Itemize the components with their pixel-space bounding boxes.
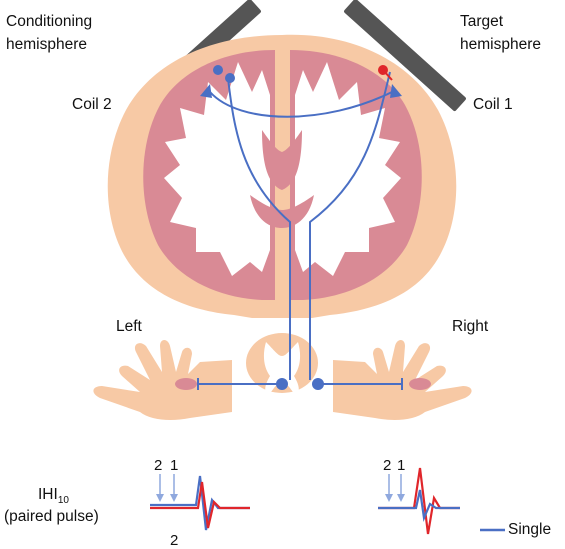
motoneuron-left (276, 378, 288, 390)
trace-right-single (378, 489, 460, 523)
label-ihi-base: IHI (38, 486, 58, 503)
label-conditioning-line2: hemisphere (6, 36, 87, 53)
legend-single-label: Single (508, 521, 552, 538)
label-left: Left (116, 318, 142, 335)
trace-left-single (150, 475, 250, 531)
pulse-right-1: 1 (397, 457, 406, 474)
thalamus (250, 195, 314, 228)
white-matter-right (295, 62, 401, 276)
spinal-cord (246, 333, 318, 396)
white-matter-left (164, 62, 270, 276)
label-ihi-sub: 10 (57, 495, 69, 507)
label-target-line2: hemisphere (460, 36, 541, 53)
left-muscle (175, 378, 197, 390)
bottom-number: 2 (170, 532, 179, 549)
right-muscle (409, 378, 431, 390)
label-coil2: Coil 2 (72, 96, 112, 113)
conditioning-neuron-2 (225, 73, 235, 83)
label-target-line1: Target (460, 13, 504, 30)
callosal-pathway (209, 91, 393, 118)
spinal-gray-matter (263, 342, 301, 396)
emg-right (378, 467, 460, 535)
trace-left-paired (150, 481, 250, 529)
label-right: Right (452, 318, 489, 335)
label-conditioning-line1: Conditioning (6, 13, 93, 30)
coil-1 (344, 0, 466, 112)
emg-left (150, 474, 250, 531)
brain-slice (107, 34, 457, 319)
corticospinal-right (309, 71, 391, 380)
left-hand-shape (93, 340, 232, 420)
label-paired-pulse: (paired pulse) (4, 508, 99, 525)
label-ihi: IHI10 (38, 485, 69, 510)
corticospinal-left (227, 77, 291, 380)
motoneuron-right (312, 378, 324, 390)
pulse-left-1: 1 (170, 457, 179, 474)
conditioning-pyramidal (200, 84, 212, 98)
label-coil1: Coil 1 (473, 96, 513, 113)
trace-right-paired (378, 467, 460, 535)
target-neuron-process (382, 69, 393, 81)
pulse-left-2: 2 (154, 457, 163, 474)
neural-pathways (198, 71, 402, 385)
pulse-right-2: 2 (383, 457, 392, 474)
target-pyramidal (390, 84, 402, 98)
conditioning-neuron-1 (213, 65, 223, 75)
ventricles (262, 130, 302, 190)
neuron-markers (197, 65, 403, 390)
left-hand (93, 340, 232, 420)
